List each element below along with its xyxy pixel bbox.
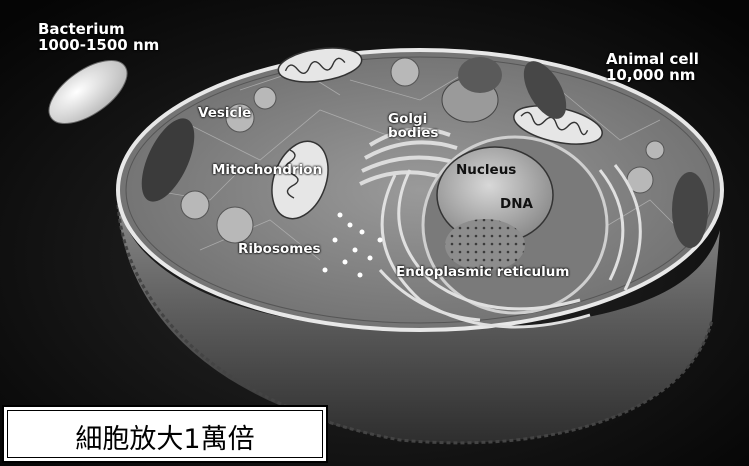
bacterium-label: Bacterium 1000-1500 nm <box>38 22 159 54</box>
animal-cell-label: Animal cell 10,000 nm <box>606 52 699 84</box>
caption-text: 細胞放大1萬倍 <box>4 417 326 456</box>
golgi-label-line2: bodies <box>388 126 438 140</box>
golgi-label: Golgi bodies <box>388 112 438 140</box>
dna-label: DNA <box>500 197 533 211</box>
animal-cell-size: 10,000 nm <box>606 68 699 84</box>
ribosomes-label: Ribosomes <box>238 242 321 256</box>
vacuole <box>458 57 502 93</box>
er-label: Endoplasmic reticulum <box>396 265 569 279</box>
caption-box: 細胞放大1萬倍 <box>2 405 328 463</box>
mitochondrion-label: Mitochondrion <box>212 163 322 177</box>
bacterium-size: 1000-1500 nm <box>38 38 159 54</box>
nucleus-label: Nucleus <box>456 163 516 177</box>
vesicle-label: Vesicle <box>198 106 251 120</box>
vacuole <box>672 172 708 248</box>
